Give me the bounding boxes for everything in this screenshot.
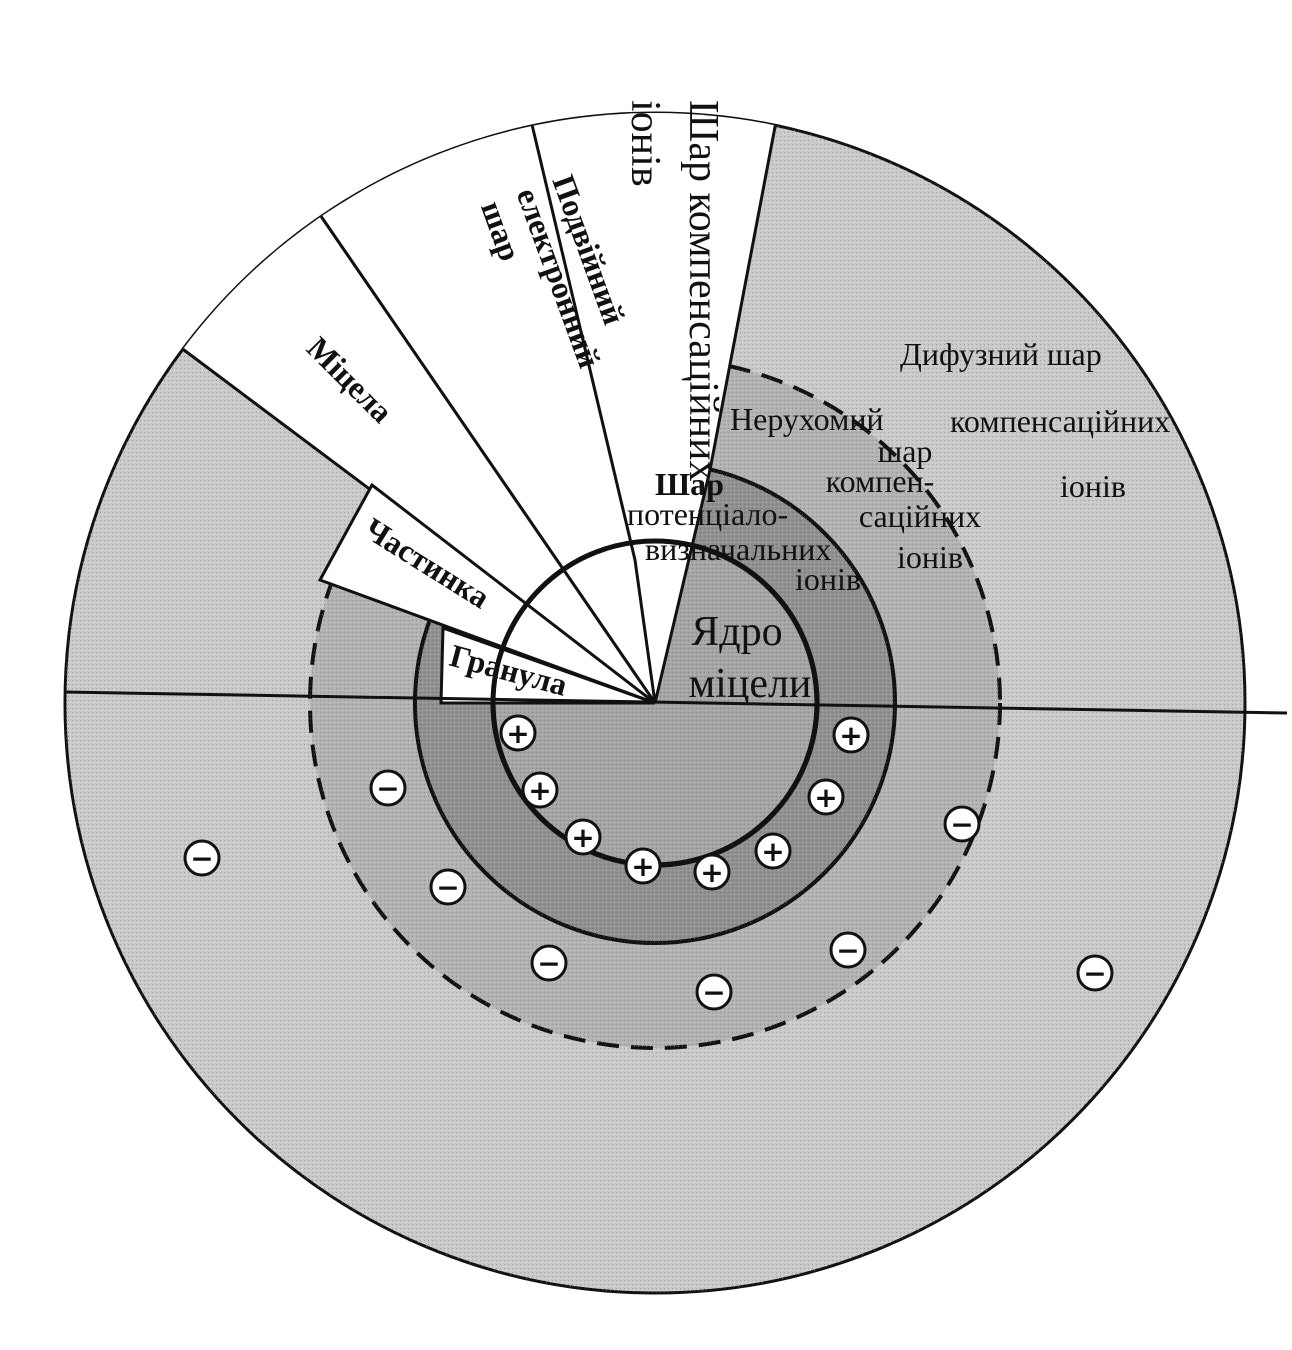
positive-ion: + (499, 714, 537, 752)
positive-ion: + (564, 818, 602, 856)
label-potential-layer: Шар потенціало- визначальних іонів (627, 466, 861, 597)
negative-ion: − (429, 868, 467, 906)
svg-text:визначальних: визначальних (645, 531, 831, 567)
positive-ion: + (807, 778, 845, 816)
svg-text:−: − (376, 772, 399, 805)
svg-text:Ядро: Ядро (691, 609, 782, 655)
svg-text:Шар компенсаційних: Шар компенсаційних (680, 100, 726, 482)
svg-text:−: − (950, 808, 973, 841)
svg-text:+: + (631, 850, 654, 883)
svg-text:Шар: Шар (655, 466, 724, 502)
svg-text:компенсаційних: компенсаційних (950, 403, 1170, 439)
svg-text:+: + (700, 856, 723, 889)
svg-text:іонів: іонів (1060, 468, 1126, 504)
svg-text:Дифузний шар: Дифузний шар (900, 336, 1102, 372)
label-compensating-layer: Шар компенсаційних іонів (622, 100, 726, 482)
svg-text:−: − (190, 842, 213, 875)
negative-ion: − (695, 973, 733, 1011)
svg-text:+: + (761, 835, 784, 868)
positive-ion: + (624, 847, 662, 885)
svg-text:саційних: саційних (859, 498, 981, 534)
label-diffuse-layer: Дифузний шар компенсаційних іонів (900, 336, 1170, 504)
negative-ion: − (943, 805, 981, 843)
svg-text:шар: шар (878, 433, 933, 469)
positive-ion: + (521, 771, 559, 809)
svg-text:−: − (436, 871, 459, 904)
negative-ion: − (530, 944, 568, 982)
svg-text:іонів: іонів (622, 100, 668, 187)
svg-text:+: + (814, 781, 837, 814)
ions-group: ++++++++−−−−−−−− (183, 714, 1114, 1011)
svg-text:−: − (1083, 957, 1106, 990)
svg-text:потенціало-: потенціало- (627, 496, 788, 532)
label-core: Ядро міцели (689, 609, 812, 707)
positive-ion: + (832, 716, 870, 754)
svg-text:+: + (839, 719, 862, 752)
negative-ion: − (1076, 954, 1114, 992)
diameter-line (64, 690, 1288, 715)
svg-text:−: − (537, 947, 560, 980)
svg-text:−: − (702, 976, 725, 1009)
negative-ion: − (369, 769, 407, 807)
svg-text:+: + (506, 717, 529, 750)
svg-text:іонів: іонів (795, 561, 861, 597)
positive-ion: + (754, 832, 792, 870)
svg-text:+: + (528, 774, 551, 807)
negative-ion: − (183, 839, 221, 877)
svg-text:−: − (836, 934, 859, 967)
svg-text:+: + (571, 821, 594, 854)
negative-ion: − (829, 931, 867, 969)
sector-particle (317, 482, 656, 705)
svg-text:компен-: компен- (826, 463, 935, 499)
svg-text:Нерухомий: Нерухомий (730, 401, 884, 437)
svg-text:іонів: іонів (897, 539, 963, 575)
positive-ion: + (693, 853, 731, 891)
label-fixed-layer: Нерухомий шар компен- саційних іонів (730, 401, 981, 575)
svg-text:міцели: міцели (689, 661, 812, 707)
